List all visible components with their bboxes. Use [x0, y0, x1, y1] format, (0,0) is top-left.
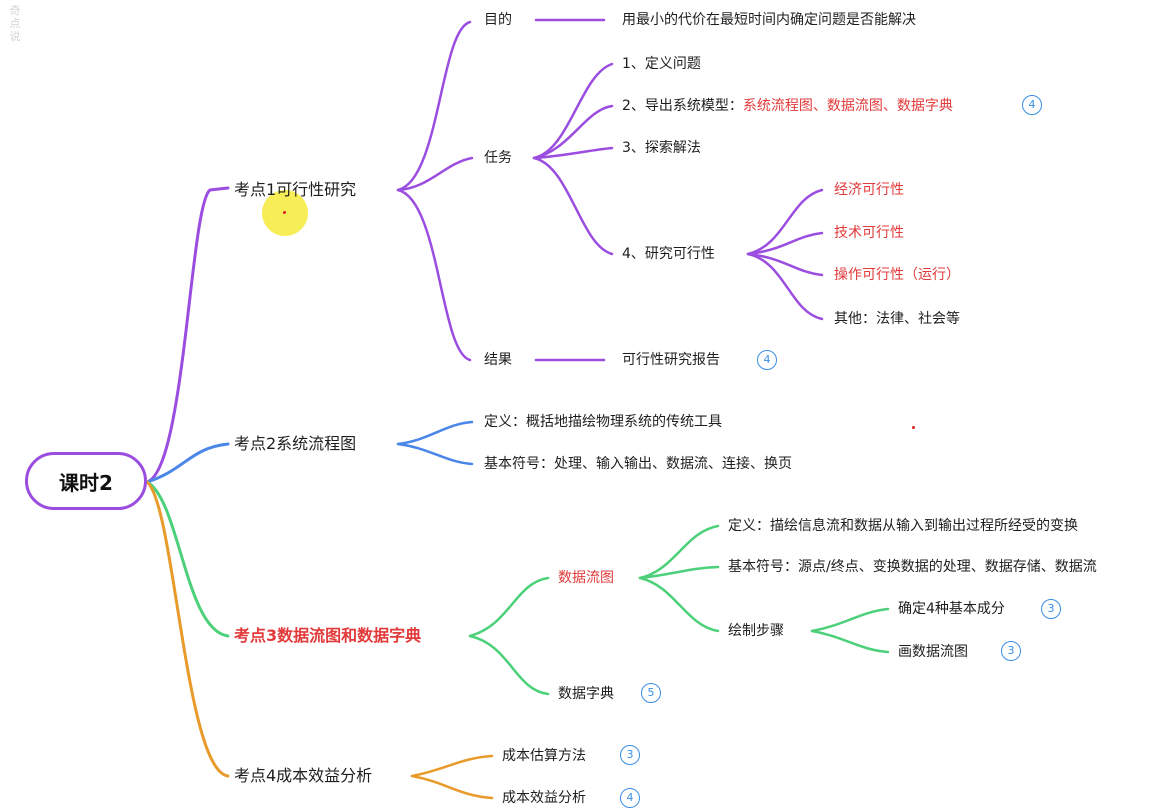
task-item-3[interactable]: 3、探索解法 — [622, 140, 701, 156]
task-item-4[interactable]: 4、研究可行性 — [622, 246, 715, 262]
connector-task-1 — [532, 62, 614, 160]
connector-task-3 — [532, 146, 614, 160]
connector-topic3-dict — [468, 634, 550, 696]
task-item-2-badge: 4 — [1022, 95, 1042, 115]
dfd-step-1[interactable]: 确定4种基本成分 — [898, 601, 1005, 617]
connector-topic4-2 — [410, 774, 494, 800]
connector-topic1-result — [396, 188, 472, 362]
connector-topic2-def — [396, 420, 474, 446]
watermark-logo: 奇点说 — [9, 4, 21, 43]
topic3-node[interactable]: 考点3数据流图和数据字典 — [234, 626, 422, 645]
connector-topic1-tasks — [396, 156, 474, 192]
topic2-symbols[interactable]: 基本符号：处理、输入输出、数据流、连接、换页 — [484, 456, 792, 472]
dfd-steps-node[interactable]: 绘制步骤 — [728, 623, 784, 639]
feasibility-technical[interactable]: 技术可行性 — [834, 225, 904, 241]
dfd-step-2[interactable]: 画数据流图 — [898, 644, 968, 660]
dfd-node[interactable]: 数据流图 — [558, 570, 614, 586]
connector-root-topic4 — [145, 480, 230, 778]
root-label: 课时2 — [59, 470, 113, 495]
topic2-definition[interactable]: 定义：概括地描绘物理系统的传统工具 — [484, 414, 722, 430]
feasibility-operational[interactable]: 操作可行性（运行） — [834, 267, 960, 283]
topic2-node[interactable]: 考点2系统流程图 — [234, 434, 357, 453]
connector-topic2-sym — [396, 442, 474, 466]
tasks-node[interactable]: 任务 — [484, 150, 512, 166]
connector-topic4-1 — [410, 754, 494, 778]
dfd-symbols[interactable]: 基本符号：源点/终点、变换数据的处理、数据存储、数据流 — [728, 559, 1097, 575]
connector-steps-2 — [810, 629, 890, 654]
dfd-definition[interactable]: 定义：描绘信息流和数据从输入到输出过程所经受的变换 — [728, 518, 1078, 534]
connector-dfd-def — [638, 524, 720, 580]
connector-steps-1 — [810, 607, 890, 633]
connector-dfd-sym — [638, 565, 720, 580]
connector-task-2 — [532, 104, 614, 160]
connector-root-topic1 — [145, 186, 230, 484]
topic4-item-1-badge: 3 — [620, 745, 640, 765]
connector-root-topic2 — [145, 442, 230, 484]
topic1-node[interactable]: 考点1可行性研究 — [234, 180, 357, 199]
dfd-step-1-badge: 3 — [1041, 599, 1061, 619]
task-item-1[interactable]: 1、定义问题 — [622, 56, 701, 72]
connector-feas-2 — [746, 231, 824, 256]
connector-feas-4 — [746, 252, 824, 321]
topic4-item-2[interactable]: 成本效益分析 — [502, 790, 586, 806]
laser-dot — [912, 426, 915, 429]
root-node[interactable]: 课时2 — [25, 452, 147, 510]
topic4-item-1[interactable]: 成本估算方法 — [502, 748, 586, 764]
cursor-dot — [283, 211, 286, 214]
dfd-step-2-badge: 3 — [1001, 641, 1021, 661]
result-badge: 4 — [757, 350, 777, 370]
task-item-2-prefix: 2、导出系统模型： — [622, 98, 743, 114]
connector-topic1-purpose — [396, 20, 472, 192]
task-item-2-highlight: 系统流程图、数据流图、数据字典 — [742, 98, 953, 114]
dictionary-badge: 5 — [641, 683, 661, 703]
feasibility-economic[interactable]: 经济可行性 — [834, 182, 904, 198]
topic4-node[interactable]: 考点4成本效益分析 — [234, 766, 373, 785]
topic4-item-2-badge: 4 — [620, 788, 640, 808]
connector-feas-1 — [746, 188, 824, 256]
connector-topic3-dfd — [468, 576, 550, 638]
result-text[interactable]: 可行性研究报告 — [622, 352, 720, 368]
purpose-node[interactable]: 目的 — [484, 12, 512, 28]
feasibility-other[interactable]: 其他：法律、社会等 — [834, 311, 960, 327]
connector-dfd-steps — [638, 576, 720, 633]
dictionary-node[interactable]: 数据字典 — [558, 686, 614, 702]
task-item-2[interactable]: 2、导出系统模型：系统流程图、数据流图、数据字典 — [622, 96, 953, 116]
result-node[interactable]: 结果 — [484, 352, 512, 368]
connector-task-4 — [532, 156, 614, 256]
connector-root-topic3 — [145, 480, 230, 638]
connector-feas-3 — [746, 252, 824, 277]
purpose-text[interactable]: 用最小的代价在最短时间内确定问题是否能解决 — [622, 12, 916, 28]
